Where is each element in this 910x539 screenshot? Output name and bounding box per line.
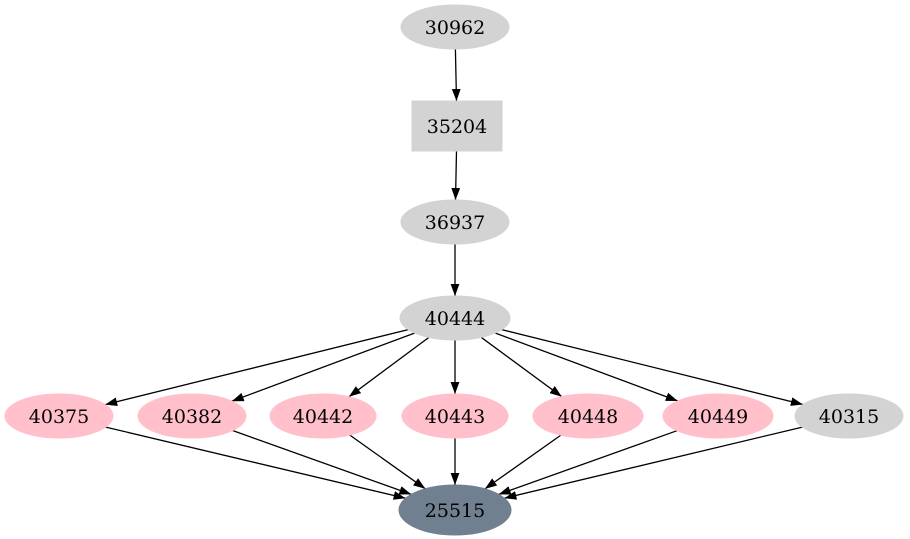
- edge-40444-40448: [480, 336, 563, 398]
- node-ellipse-shape: [794, 393, 904, 439]
- node-label-40448: 40448: [558, 406, 618, 428]
- node-30962: 30962: [400, 4, 510, 50]
- node-label-36937: 36937: [425, 212, 485, 234]
- node-ellipse-shape: [137, 393, 247, 439]
- node-ellipse-shape: [401, 393, 509, 439]
- node-36937: 36937: [400, 199, 510, 245]
- node-ellipse-shape: [532, 393, 644, 439]
- edge-40382-25515: [232, 429, 412, 496]
- node-40449: 40449: [662, 393, 774, 439]
- node-25515: 25515: [398, 484, 512, 536]
- node-label-40375: 40375: [29, 406, 89, 428]
- edge-layer: [105, 48, 804, 500]
- node-40315: 40315: [794, 393, 904, 439]
- node-40442: 40442: [269, 393, 377, 439]
- node-ellipse-shape: [269, 393, 377, 439]
- node-label-25515: 25515: [425, 500, 485, 522]
- node-ellipse-shape: [662, 393, 774, 439]
- node-layer: 30962 35204 36937 40444 40375 40382 40442 40443…: [4, 4, 904, 536]
- node-label-40443: 40443: [425, 406, 485, 428]
- node-label-30962: 30962: [425, 17, 485, 39]
- edge-40444-40315: [501, 328, 804, 406]
- node-40382: 40382: [137, 393, 247, 439]
- node-ellipse-shape: [4, 393, 114, 439]
- node-40444: 40444: [399, 295, 511, 341]
- node-40375: 40375: [4, 393, 114, 439]
- node-ellipse-shape: [399, 295, 511, 341]
- node-ellipse-shape: [400, 4, 510, 50]
- node-label-40442: 40442: [293, 406, 353, 428]
- edge-40444-40375: [105, 328, 409, 406]
- node-label-40315: 40315: [819, 406, 879, 428]
- node-label-40444: 40444: [425, 308, 485, 330]
- node-ellipse-shape: [398, 484, 512, 536]
- edge-35204-36937: [451, 150, 461, 201]
- node-label-40382: 40382: [162, 406, 222, 428]
- node-ellipse-shape: [400, 199, 510, 245]
- edge-40448-25515: [484, 434, 562, 490]
- edge-40449-25515: [498, 430, 678, 496]
- edge-40375-25515: [105, 426, 406, 500]
- edge-30962-35204: [451, 48, 461, 102]
- node-40448: 40448: [532, 393, 644, 439]
- node-box-shape: [411, 100, 503, 152]
- edge-40444-40449: [494, 332, 679, 402]
- edge-40315-25515: [504, 426, 803, 500]
- node-35204: 35204: [411, 100, 503, 152]
- node-40443: 40443: [401, 393, 509, 439]
- node-label-35204: 35204: [427, 116, 487, 138]
- edge-40444-40382: [231, 332, 416, 402]
- edge-40442-25515: [349, 434, 426, 490]
- node-label-40449: 40449: [688, 406, 748, 428]
- edge-40444-40442: [348, 336, 430, 398]
